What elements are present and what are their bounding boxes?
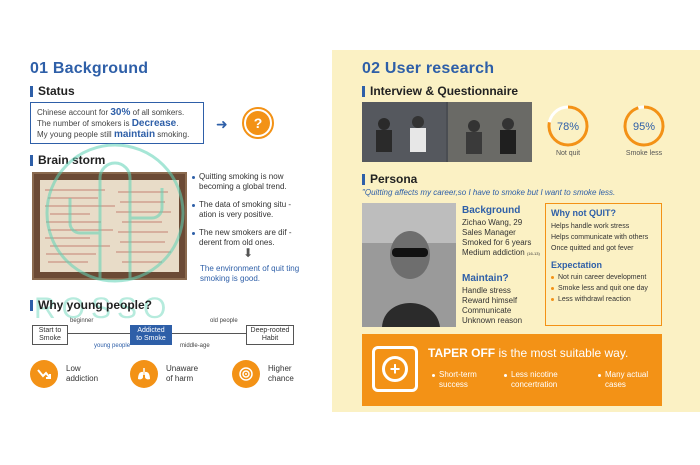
- persona-photo: [362, 203, 456, 327]
- why-not-line: Once quitted and got fever: [551, 245, 634, 252]
- stat-label: Smoke less: [625, 150, 663, 157]
- stat-label: Not quit: [555, 150, 581, 157]
- why-not-line: Helps handle work stress: [551, 223, 630, 230]
- interview-heading: Interview & Questionnaire: [362, 84, 518, 98]
- factor-label: Unaware of harm: [166, 364, 199, 383]
- persona-reasons-box: Why not QUIT? Helps handle work stress H…: [545, 203, 662, 326]
- brainstorm-conclusion: The environment of quit ting smoking is …: [200, 264, 300, 283]
- target-icon: [232, 360, 260, 388]
- interview-scene: [362, 102, 532, 162]
- taper-headline: TAPER OFF is the most suitable way.: [428, 346, 629, 360]
- timeline-addicted: Addicted to Smoke: [130, 325, 172, 345]
- taper-points: Short-term success Less nicotine concert…: [432, 370, 658, 390]
- background-line: Medium addiction: [462, 248, 525, 257]
- heading-bar: [30, 154, 33, 166]
- why-heading-text: Why young people?: [38, 298, 152, 312]
- arrow-down-icon: ⬇: [243, 246, 254, 260]
- persona-portrait: [362, 203, 456, 327]
- heading-bar: [30, 85, 33, 97]
- expectation-title: Expectation: [551, 260, 603, 270]
- timeline-start: Start to Smoke: [32, 325, 68, 345]
- why-not-title: Why not QUIT?: [551, 208, 616, 218]
- heading-bar: [30, 299, 33, 311]
- maintain-line: Handle stress: [462, 286, 511, 295]
- brainstorm-bullet: Quitting smoking is now becoming a globa…: [192, 172, 302, 192]
- maintain-title: Maintain?: [462, 273, 509, 284]
- status-heading: Status: [30, 84, 75, 98]
- taper-point: Many actual cases: [598, 370, 658, 390]
- interview-heading-text: Interview & Questionnaire: [370, 84, 519, 98]
- brainstorm-bullet: The data of smoking situ -ation is very …: [192, 200, 302, 220]
- factor-item: Low addiction: [30, 360, 102, 388]
- expectation-item: Less withdrawl reaction: [551, 294, 656, 305]
- persona-heading-text: Persona: [370, 172, 418, 186]
- maintain-line: Communicate: [462, 306, 512, 315]
- why-not-line: Helps communicate with others: [551, 234, 649, 241]
- maintain-line: Reward himself: [462, 296, 518, 305]
- factor-item: Unaware of harm: [130, 360, 204, 388]
- background-line: Smoked for 6 years: [462, 238, 532, 247]
- question-icon: ?: [242, 107, 274, 139]
- maintain-line: Unknown reason: [462, 316, 523, 325]
- rosso-watermark: ROSSO: [34, 292, 173, 325]
- persona-quote: "Quitting affects my career,so I have to…: [362, 188, 616, 197]
- timeline-middle: middle-age: [180, 343, 210, 349]
- persona-heading: Persona: [362, 172, 417, 186]
- status-heading-text: Status: [38, 84, 75, 98]
- factor-label: Low addiction: [66, 364, 99, 383]
- heading-bar: [362, 173, 365, 185]
- background-title: Background: [462, 205, 521, 216]
- lungs-icon: [130, 360, 158, 388]
- background-note: (16-13): [526, 251, 540, 256]
- timeline-beginner: beginner: [70, 318, 94, 324]
- factors-row: Low addiction Unaware of harm Higher cha…: [30, 360, 300, 388]
- stat-ring: 95%: [623, 105, 665, 147]
- stat-value: 95%: [633, 121, 655, 133]
- persona-maintain: Maintain? Handle stress Reward himself C…: [462, 273, 544, 326]
- background-title: 01 Background: [30, 60, 149, 77]
- taper-off-banner: + TAPER OFF is the most suitable way. Sh…: [362, 334, 662, 406]
- stat-not-quit: 78% Not quit: [546, 104, 590, 157]
- taper-point: Less nicotine concertration: [504, 370, 584, 390]
- stat-value: 78%: [557, 121, 579, 133]
- interview-stats: 78% Not quit 95% Smoke less: [546, 104, 666, 157]
- why-heading: Why young people?: [30, 298, 152, 312]
- timeline-old: old people: [210, 318, 238, 324]
- stat-smoke-less: 95% Smoke less: [622, 104, 666, 157]
- cactus-watermark-icon: [45, 143, 185, 283]
- heading-bar: [362, 85, 365, 97]
- expectation-item: Smoke less and quit one day: [551, 283, 656, 294]
- arrow-right-icon: ➜: [216, 116, 228, 132]
- factor-item: Higher chance: [232, 360, 300, 388]
- taper-point: Short-term success: [432, 370, 490, 390]
- status-box: Chinese account for 30% of all somkers. …: [30, 102, 204, 144]
- brainstorm-bullet: The new smokers are dif -derent from old…: [192, 228, 302, 248]
- plus-box-icon: +: [372, 346, 418, 392]
- background-line: Sales Manager: [462, 228, 516, 237]
- factor-label: Higher chance: [268, 364, 294, 383]
- timeline-young: young people: [94, 343, 131, 349]
- persona-background: Background Zichao Wang, 29 Sales Manager…: [462, 205, 544, 259]
- background-line: Zichao Wang, 29: [462, 218, 523, 227]
- timeline-end: Deep-rooted Habit: [246, 325, 294, 345]
- interview-photo: [362, 102, 532, 162]
- expectation-item: Not ruin career development: [551, 272, 656, 283]
- user-research-title: 02 User research: [362, 60, 495, 77]
- trend-down-icon: [30, 360, 58, 388]
- stat-ring: 78%: [547, 105, 589, 147]
- brainstorm-bullets: Quitting smoking is now becoming a globa…: [192, 172, 302, 248]
